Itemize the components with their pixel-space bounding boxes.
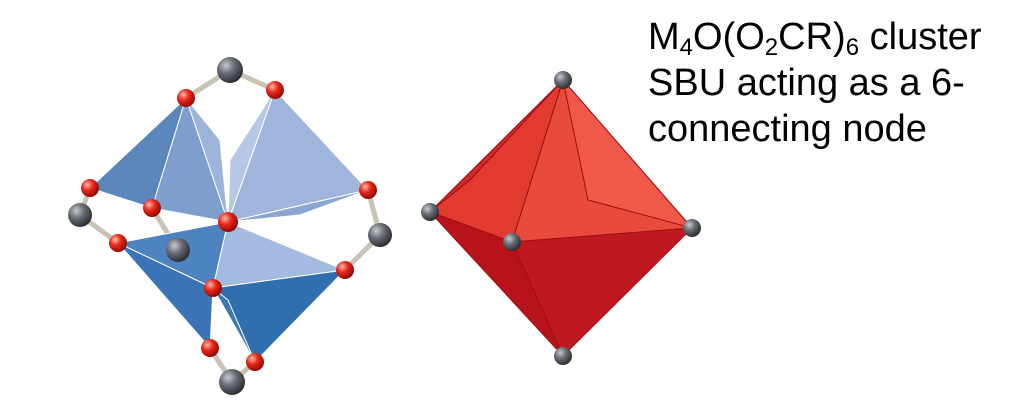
oxygen-atom [81, 179, 99, 197]
carbon-atom [219, 369, 245, 395]
formula-prefix: M [648, 16, 680, 58]
carbon-atom [166, 238, 190, 262]
oxygen-atom [201, 339, 219, 357]
oxygen-atom [246, 353, 264, 371]
tetrahedron-top-left [89, 97, 229, 223]
vertex-node [421, 203, 439, 221]
caption-line-formula: M4O(O2CR)6 cluster [648, 14, 1023, 60]
formula-sub-6: 6 [845, 34, 860, 61]
oxygen-atom [143, 199, 161, 217]
vertex-node [554, 347, 572, 365]
formula-sub-2: 2 [764, 34, 779, 61]
caption-line-3: connecting node [648, 108, 927, 150]
oxygen-atom [266, 81, 284, 99]
tetrahedron-bottom-right [212, 221, 346, 363]
caption-line-2: SBU acting as a 6- [648, 62, 965, 104]
oxygen-atom [359, 181, 377, 199]
octahedron-node [421, 71, 701, 365]
formula-mid-2: CR) [778, 16, 846, 58]
oxygen-atom [109, 234, 127, 252]
carbon-atoms [68, 57, 392, 395]
carbon-atom [217, 57, 243, 83]
formula-sub-4: 4 [679, 34, 694, 61]
oxygen-atom [177, 89, 195, 107]
oxygen-atom [336, 261, 354, 279]
figure-caption: M4O(O2CR)6 cluster SBU acting as a 6- co… [648, 14, 1023, 152]
oxygen-atom [218, 212, 238, 232]
oxygen-atoms [81, 81, 377, 371]
vertex-node [554, 71, 572, 89]
formula-suffix: cluster [859, 16, 982, 58]
formula-mid-1: O(O [693, 16, 765, 58]
tetrahedron-top-right [227, 89, 369, 223]
octahedron-vertices [421, 71, 701, 365]
carbon-atom [368, 223, 392, 247]
carbon-atom [68, 203, 92, 227]
octahedron-faces [429, 79, 693, 357]
tetrahedral-cluster [68, 57, 392, 395]
vertex-node [683, 219, 701, 237]
oxygen-atom [204, 279, 222, 297]
vertex-node [503, 233, 521, 251]
